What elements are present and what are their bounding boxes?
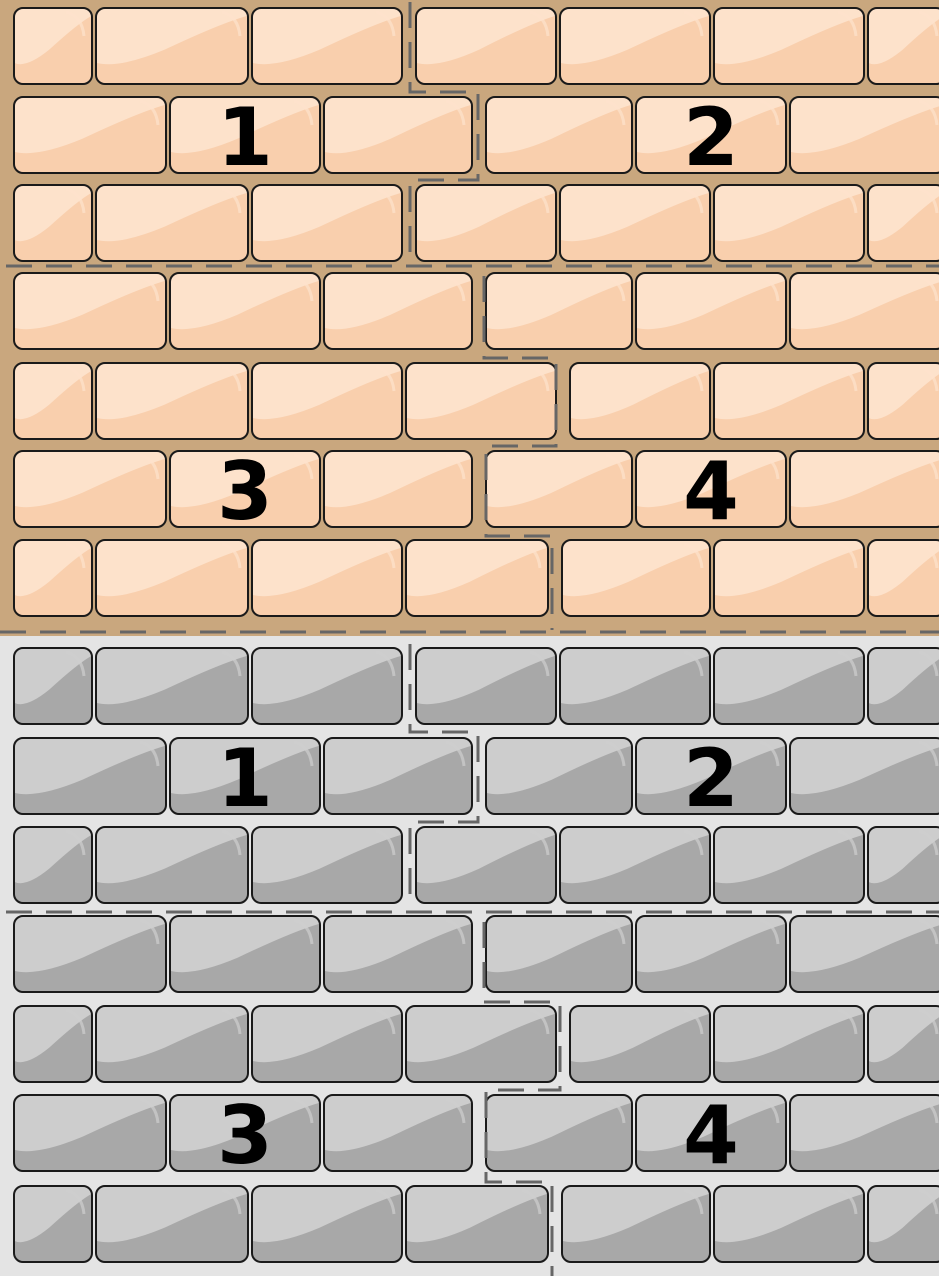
brick	[170, 916, 320, 992]
brick	[868, 648, 939, 724]
brick	[252, 185, 402, 261]
quadrant-label-3: 3	[217, 1089, 273, 1182]
quadrant-label-4: 4	[683, 1089, 739, 1182]
brick	[406, 363, 556, 439]
brick	[14, 916, 166, 992]
brick	[416, 185, 556, 261]
brick	[324, 97, 472, 173]
brick	[406, 1006, 556, 1082]
brick	[790, 1095, 939, 1171]
brick	[14, 185, 92, 261]
quadrant-label-1: 1	[217, 732, 273, 825]
brick	[714, 363, 864, 439]
brick	[714, 185, 864, 261]
brick	[96, 363, 248, 439]
brick	[406, 1186, 548, 1262]
brick	[486, 451, 632, 527]
brick	[416, 8, 556, 84]
brick	[560, 648, 710, 724]
brick	[324, 451, 472, 527]
brick	[14, 648, 92, 724]
brick	[96, 8, 248, 84]
brick	[96, 648, 248, 724]
brick	[486, 97, 632, 173]
brick	[14, 1186, 92, 1262]
brick	[636, 916, 786, 992]
brick	[714, 8, 864, 84]
brick	[560, 827, 710, 903]
brick	[868, 185, 939, 261]
brick	[252, 540, 402, 616]
brick	[406, 540, 548, 616]
brick	[560, 8, 710, 84]
brick	[14, 363, 92, 439]
brick	[324, 738, 472, 814]
brick	[868, 1006, 939, 1082]
brick	[416, 827, 556, 903]
brick	[252, 1186, 402, 1262]
brick	[790, 451, 939, 527]
brick	[868, 827, 939, 903]
quadrant-label-2: 2	[683, 91, 739, 184]
brick	[570, 363, 710, 439]
brick	[14, 738, 166, 814]
brick	[14, 1006, 92, 1082]
brick	[868, 8, 939, 84]
brick-wall-panel-colored: 1 2 3 4	[0, 0, 939, 636]
brick	[14, 451, 166, 527]
brick	[252, 363, 402, 439]
brick	[96, 1186, 248, 1262]
brick	[486, 916, 632, 992]
brick	[14, 1095, 166, 1171]
brick	[252, 827, 402, 903]
brick	[868, 363, 939, 439]
brick	[324, 916, 472, 992]
brick	[252, 1006, 402, 1082]
brick	[14, 8, 92, 84]
brick	[790, 97, 939, 173]
brick	[252, 8, 402, 84]
brick	[14, 540, 92, 616]
brick	[714, 1186, 864, 1262]
brick-wall-svg: 1 2 3 4	[0, 0, 939, 636]
quadrant-label-3: 3	[217, 445, 273, 538]
brick	[14, 827, 92, 903]
brick	[96, 540, 248, 616]
brick	[486, 273, 632, 349]
brick	[14, 273, 166, 349]
brick	[562, 540, 710, 616]
brick	[324, 273, 472, 349]
brick	[636, 273, 786, 349]
brick	[714, 648, 864, 724]
brick	[170, 273, 320, 349]
brick	[714, 827, 864, 903]
brick	[868, 1186, 939, 1262]
brick	[96, 185, 248, 261]
quadrant-label-2: 2	[683, 732, 739, 825]
brick	[714, 1006, 864, 1082]
brick	[486, 738, 632, 814]
brick	[324, 1095, 472, 1171]
brick	[486, 1095, 632, 1171]
brick	[96, 1006, 248, 1082]
brick	[96, 827, 248, 903]
brick	[790, 273, 939, 349]
brick	[714, 540, 864, 616]
brick	[562, 1186, 710, 1262]
brick-wall-panel-grayscale: 1 2 3 4	[0, 636, 939, 1276]
brick	[416, 648, 556, 724]
brick	[14, 97, 166, 173]
brick	[560, 185, 710, 261]
quadrant-label-4: 4	[683, 445, 739, 538]
brick-wall-svg: 1 2 3 4	[0, 636, 939, 1276]
brick	[868, 540, 939, 616]
quadrant-label-1: 1	[217, 91, 273, 184]
brick	[790, 738, 939, 814]
brick	[252, 648, 402, 724]
brick	[790, 916, 939, 992]
brick	[570, 1006, 710, 1082]
